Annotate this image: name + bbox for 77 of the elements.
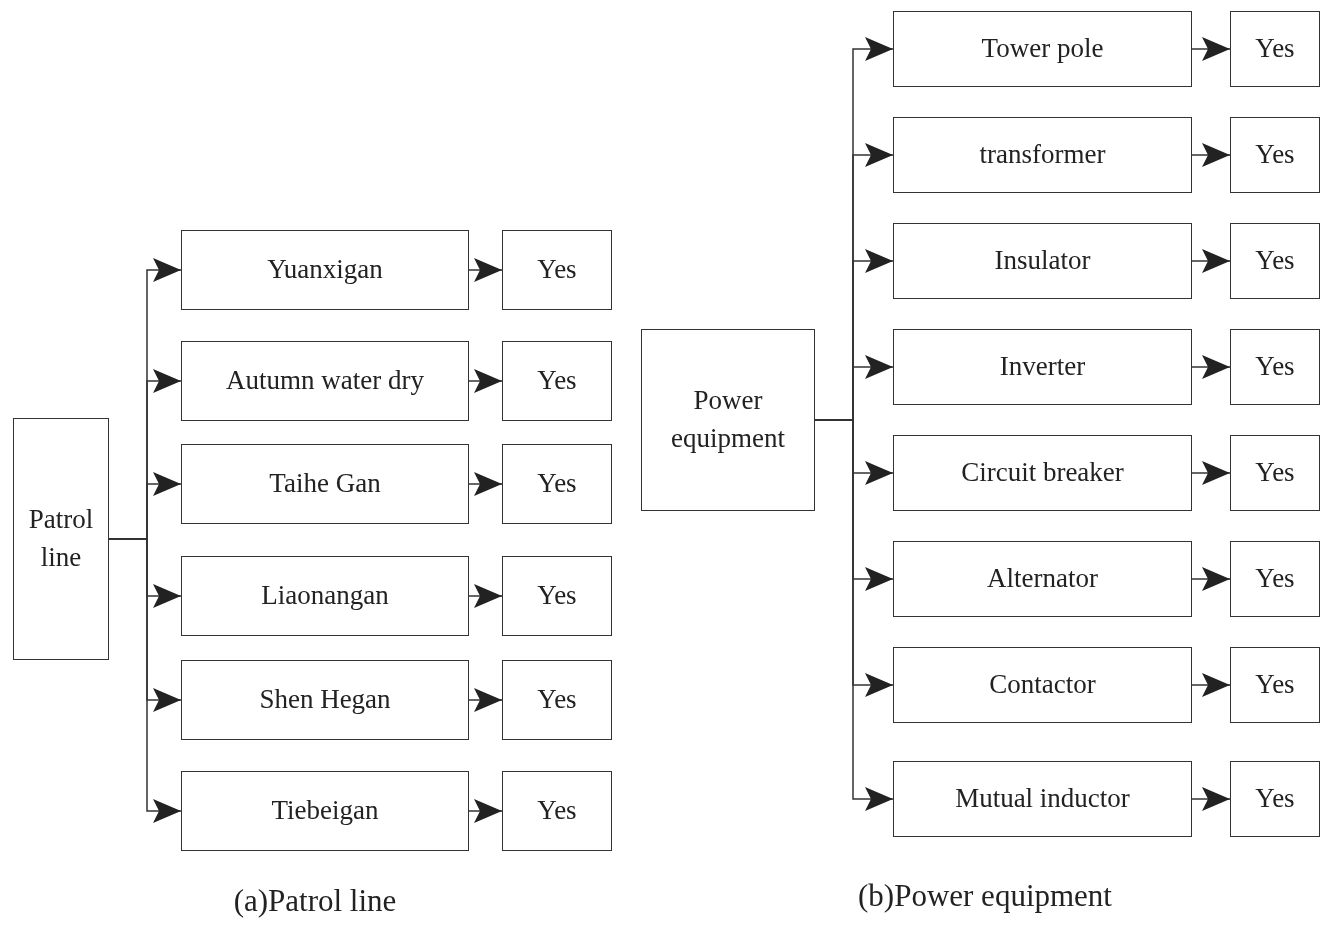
node-label: Yes: [537, 467, 577, 501]
node-label: Circuit breaker: [961, 456, 1124, 490]
node-label: Insulator: [994, 244, 1091, 278]
process-box: [1230, 223, 1320, 299]
arrow: [1191, 461, 1231, 485]
arrow: [1191, 37, 1231, 61]
process-box: [502, 444, 612, 524]
process-box: [893, 647, 1192, 723]
process-box: [893, 223, 1192, 299]
process-box: [893, 117, 1192, 193]
arrow: [108, 538, 182, 823]
node-label: Autumn water dry: [226, 364, 424, 398]
node-label: Taihe Gan: [269, 467, 381, 501]
node-label: Liaonangan: [261, 579, 389, 613]
node-label: Power equipment: [670, 384, 786, 455]
figure-caption: (a)Patrol line: [233, 883, 397, 919]
figure-caption: (b)Power equipment: [858, 878, 1112, 914]
arrow: [468, 799, 503, 823]
process-box: [1230, 11, 1320, 87]
node-label: Yes: [537, 794, 577, 828]
node-label: Tiebeigan: [271, 794, 379, 828]
arrow: [468, 688, 503, 712]
process-box: [181, 341, 469, 421]
arrow: [1191, 673, 1231, 697]
node-label: Yes: [1255, 350, 1295, 384]
node-label: Yuanxigan: [267, 253, 383, 287]
arrow: [1191, 787, 1231, 811]
process-box: [1230, 117, 1320, 193]
process-box: [502, 660, 612, 740]
node-label: Alternator: [987, 562, 1098, 596]
node-label: Yes: [1255, 244, 1295, 278]
process-box: [893, 329, 1192, 405]
node-label: Yes: [537, 683, 577, 717]
process-box: [893, 11, 1192, 87]
arrow: [468, 258, 503, 282]
process-box: [1230, 435, 1320, 511]
process-box: [181, 660, 469, 740]
node-label: Yes: [537, 364, 577, 398]
process-box: [181, 444, 469, 524]
arrow: [468, 584, 503, 608]
process-box: [1230, 761, 1320, 837]
process-box: [502, 341, 612, 421]
process-box: [1230, 647, 1320, 723]
arrow: [1191, 143, 1231, 167]
arrow: [1191, 249, 1231, 273]
process-box: [181, 556, 469, 636]
process-box: [893, 541, 1192, 617]
process-box: [893, 435, 1192, 511]
node-label: Yes: [537, 253, 577, 287]
process-box: [181, 230, 469, 310]
arrow: [468, 472, 503, 496]
arrow: [1191, 567, 1231, 591]
node-label: Mutual inductor: [955, 782, 1130, 816]
process-box: [181, 771, 469, 851]
node-label: Tower pole: [981, 32, 1104, 66]
node-label: Contactor: [989, 668, 1096, 702]
node-label: Shen Hegan: [259, 683, 391, 717]
process-box: [641, 329, 815, 511]
process-box: [502, 556, 612, 636]
node-label: Yes: [1255, 456, 1295, 490]
node-label: Yes: [1255, 562, 1295, 596]
process-box: [502, 230, 612, 310]
node-label: Yes: [1255, 32, 1295, 66]
node-label: Yes: [1255, 138, 1295, 172]
process-box: [1230, 329, 1320, 405]
node-label: Yes: [537, 579, 577, 613]
node-label: Yes: [1255, 782, 1295, 816]
process-box: [502, 771, 612, 851]
arrow: [468, 369, 503, 393]
process-box: [893, 761, 1192, 837]
node-label: Yes: [1255, 668, 1295, 702]
node-label: transformer: [979, 138, 1106, 172]
node-label: Patrol line: [27, 503, 95, 574]
node-label: Inverter: [999, 350, 1086, 384]
arrow: [1191, 355, 1231, 379]
process-box: [13, 418, 109, 660]
process-box: [1230, 541, 1320, 617]
